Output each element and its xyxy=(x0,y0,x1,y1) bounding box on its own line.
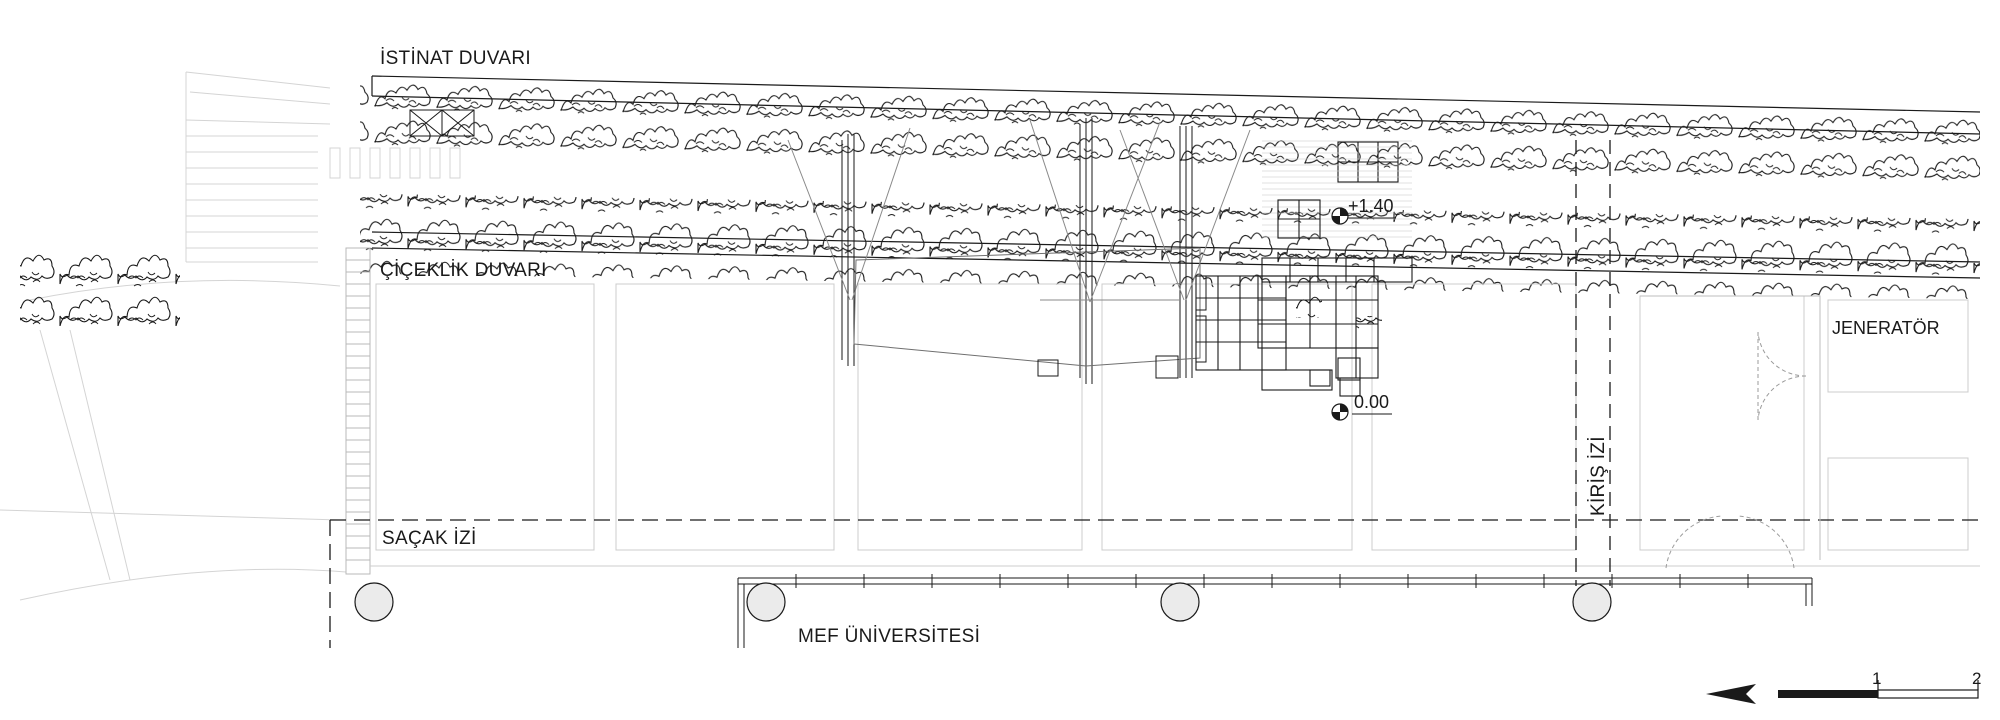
background-context xyxy=(0,71,461,601)
column-icon xyxy=(746,582,786,622)
scale-bar: 1 2 xyxy=(1778,669,1981,699)
label-ciceklik-duvari: ÇİÇEKLİK DUVARI xyxy=(380,260,547,281)
label-istinat-duvari: İSTİNAT DUVARI xyxy=(380,48,531,69)
crossed-boxes xyxy=(409,109,475,137)
label-mef-universitesi: MEF ÜNİVERSİTESİ xyxy=(798,626,980,647)
scale-tick-2: 2 xyxy=(1972,669,1981,688)
arrow-left-icon xyxy=(1706,684,1756,704)
generator-room xyxy=(1640,295,1821,560)
label-sacak-izi: SAÇAK İZİ xyxy=(382,528,477,549)
beam-trace xyxy=(1575,140,1611,586)
column-icon xyxy=(1572,582,1612,622)
columns xyxy=(354,582,1612,622)
scale-tick-1: 1 xyxy=(1872,669,1881,688)
column-icon xyxy=(354,582,394,622)
door-swings xyxy=(1665,331,1807,569)
level-ground-value: 0.00 xyxy=(1354,392,1389,412)
column-icon xyxy=(1160,582,1200,622)
level-datum-icon xyxy=(1331,207,1349,225)
retaining-wall xyxy=(360,74,1981,183)
facade-rail xyxy=(737,574,1813,648)
level-marker-upper: +1.40 xyxy=(1331,196,1396,225)
planter-wall xyxy=(360,193,1981,300)
stair-left xyxy=(345,247,371,575)
label-jenerator: JENERATÖR xyxy=(1832,318,1940,338)
level-upper-value: +1.40 xyxy=(1348,196,1394,216)
level-datum-icon xyxy=(1331,403,1349,421)
floor-panels xyxy=(370,283,1980,567)
paving-tiles xyxy=(1195,140,1413,397)
left-shrub-cluster xyxy=(20,246,180,326)
small-planters xyxy=(1296,296,1382,338)
label-kiris-izi: KİRİŞ İZİ xyxy=(1588,436,1609,516)
level-marker-ground: 0.00 xyxy=(1331,392,1392,421)
